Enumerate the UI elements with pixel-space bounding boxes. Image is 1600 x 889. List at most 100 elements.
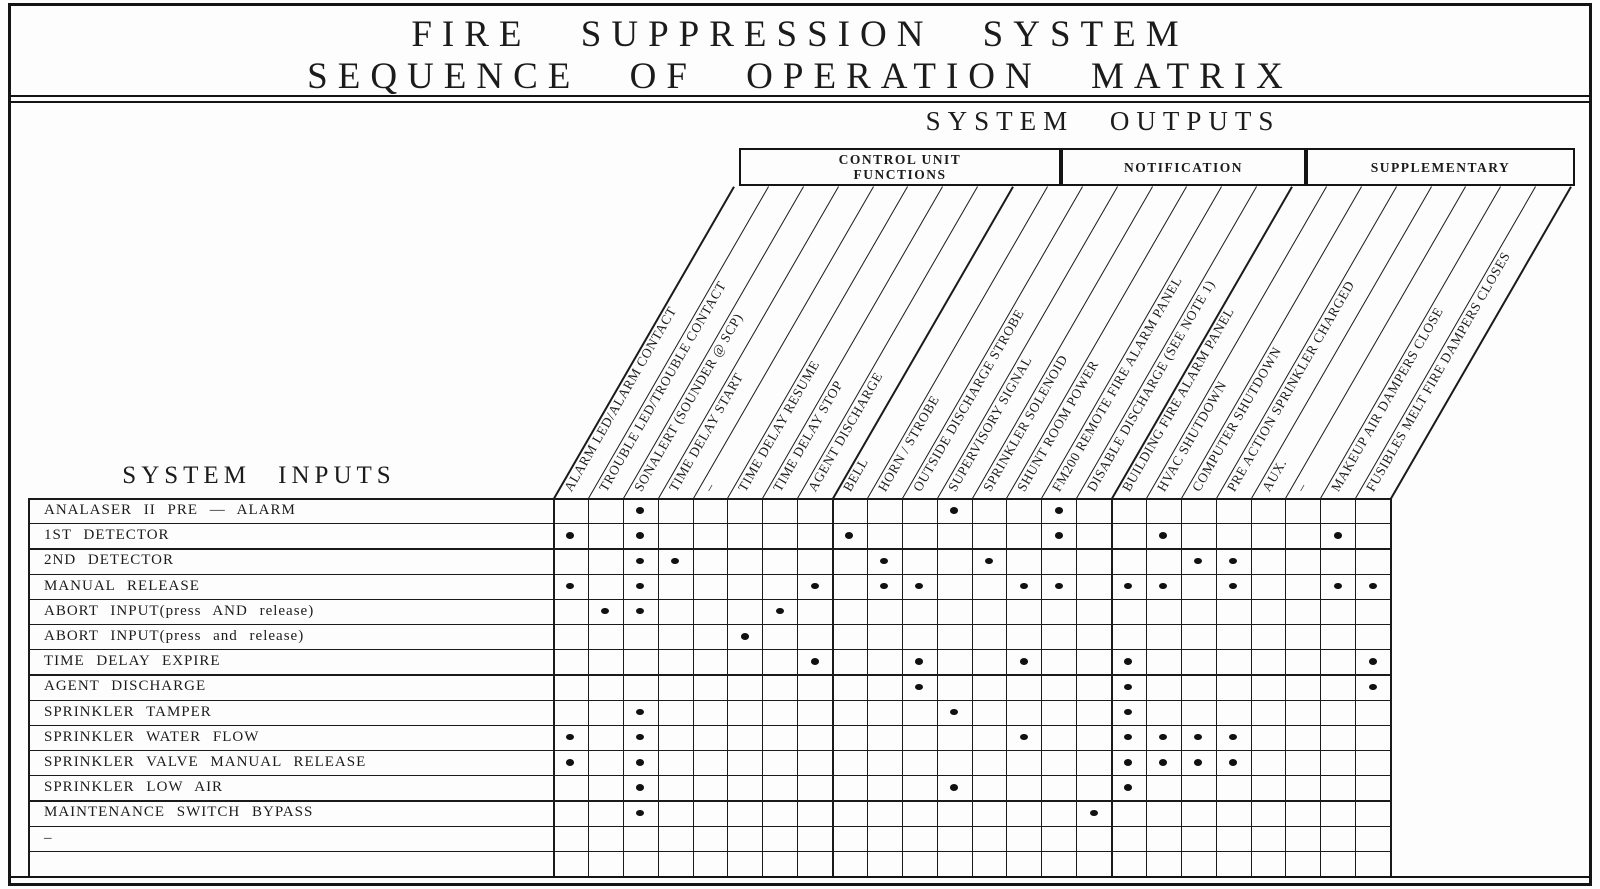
matrix-dot [1124, 582, 1133, 590]
row-label-maintenance-switch-bypass: MAINTENANCE SWITCH BYPASS [44, 804, 314, 821]
diagonal-column-line [832, 185, 1014, 499]
column-label-fusibles-melt-fire-dampers-closes: FUSIBLES MELT FIRE DAMPERS CLOSES [1363, 249, 1514, 494]
matrix-dot [740, 633, 749, 640]
matrix-dot [636, 809, 645, 816]
grid-vertical-line [1041, 498, 1043, 876]
matrix-dot [636, 607, 645, 615]
matrix-dot [1054, 507, 1063, 514]
grid-vertical-line [1076, 498, 1078, 876]
title-block: FIRE SUPPRESSION SYSTEM SEQUENCE OF OPER… [11, 6, 1589, 97]
matrix-dot [950, 784, 959, 791]
matrix-dot [915, 658, 924, 665]
row-label-sprinkler-valve-manual-release: SPRINKLER VALVE MANUAL RELEASE [44, 754, 367, 771]
grid-vertical-line [1285, 498, 1287, 876]
matrix-dot [1089, 809, 1098, 816]
row-label-agent-discharge: AGENT DISCHARGE [44, 678, 207, 695]
matrix-dot [950, 507, 959, 514]
row-label-sprinkler-water-flow: SPRINKLER WATER FLOW [44, 728, 260, 745]
matrix-dot [950, 708, 959, 716]
system-outputs-heading: SYSTEM OUTPUTS [925, 106, 1281, 136]
group-header-supplementary: SUPPLEMENTARY [1306, 148, 1575, 186]
matrix-dot [1159, 582, 1168, 590]
group-header-label: CONTROL UNIT FUNCTIONS [838, 152, 962, 182]
matrix-dot [915, 683, 924, 690]
matrix-dot [1054, 582, 1063, 590]
matrix-dot [1124, 708, 1133, 716]
matrix-dot [636, 532, 645, 539]
matrix-dot [1333, 582, 1342, 590]
grid-vertical-line [971, 498, 973, 876]
grid-vertical-line [692, 498, 694, 876]
grid-vertical-line [1180, 498, 1182, 876]
column-label-blank: – [700, 480, 718, 494]
matrix-dot [636, 708, 645, 716]
title-separator-line [11, 95, 1589, 97]
matrix-dot [1368, 658, 1377, 665]
matrix-dot [810, 658, 819, 665]
grid-vertical-line [832, 498, 834, 876]
drawing-title-line1: FIRE SUPPRESSION SYSTEM [411, 14, 1189, 55]
matrix-dot [636, 582, 645, 590]
matrix-dot [636, 557, 645, 564]
matrix-dot [1159, 733, 1168, 741]
grid-horizontal-line [28, 573, 1390, 575]
system-inputs-heading: SYSTEM INPUTS [122, 462, 396, 489]
grid-horizontal-line [28, 498, 1390, 500]
matrix-dot [1124, 658, 1133, 665]
row-label-abort-input-press-and-release: ABORT INPUT(press and release) [44, 628, 305, 645]
grid-vertical-line [1390, 498, 1392, 876]
column-label-blank: – [1293, 480, 1311, 494]
drawing-border [8, 3, 1592, 886]
grid-vertical-line [1111, 498, 1113, 876]
grid-vertical-line [866, 498, 868, 876]
row-label-blank [44, 851, 544, 876]
bottom-double-line [11, 876, 1589, 878]
grid-vertical-line [727, 498, 729, 876]
grid-horizontal-line [28, 699, 1390, 701]
drawing-title-line2: SEQUENCE OF OPERATION MATRIX [307, 56, 1293, 97]
matrix-dot [1159, 759, 1168, 766]
grid-vertical-line [622, 498, 624, 876]
matrix-dot [1229, 582, 1238, 590]
matrix-dot [566, 759, 575, 766]
matrix-dot [1019, 582, 1028, 590]
group-header-notification: NOTIFICATION [1061, 148, 1306, 186]
row-label-sprinkler-tamper: SPRINKLER TAMPER [44, 703, 212, 720]
grid-horizontal-line [28, 674, 1390, 676]
title-separator-line-2 [11, 101, 1589, 103]
matrix-dot [1368, 683, 1377, 690]
grid-horizontal-line [28, 624, 1390, 626]
grid-horizontal-line [28, 825, 1390, 827]
row-label-blank: – [44, 829, 53, 846]
matrix-dot [1124, 759, 1133, 766]
matrix-dot [984, 557, 993, 564]
grid-vertical-line [553, 498, 555, 876]
grid-horizontal-line [28, 649, 1390, 651]
row-label-1st-detector: 1ST DETECTOR [44, 527, 170, 544]
matrix-dot [1159, 532, 1168, 539]
row-label-abort-input-press-and-release: ABORT INPUT(press AND release) [44, 602, 315, 619]
row-label-2nd-detector: 2ND DETECTOR [44, 552, 174, 569]
matrix-dot [845, 532, 854, 539]
grid-horizontal-line [28, 750, 1390, 752]
matrix-dot [566, 532, 575, 539]
grid-horizontal-line [28, 850, 1390, 853]
matrix-dot [1194, 557, 1203, 564]
matrix-dot [636, 507, 645, 514]
grid-vertical-line [1355, 498, 1357, 876]
group-header-label: NOTIFICATION [1123, 159, 1243, 175]
grid-vertical-line [1145, 498, 1147, 876]
matrix-dot [636, 733, 645, 741]
grid-horizontal-line [28, 724, 1390, 727]
matrix-dot [1229, 733, 1238, 741]
matrix-dot [1194, 759, 1203, 766]
matrix-dot [1333, 532, 1342, 539]
matrix-dot [1124, 784, 1133, 791]
grid-vertical-line [901, 498, 903, 876]
input-box-left-border [28, 498, 30, 876]
grid-vertical-line [1320, 498, 1322, 876]
matrix-dot [1194, 733, 1203, 741]
matrix-dot [566, 733, 575, 741]
